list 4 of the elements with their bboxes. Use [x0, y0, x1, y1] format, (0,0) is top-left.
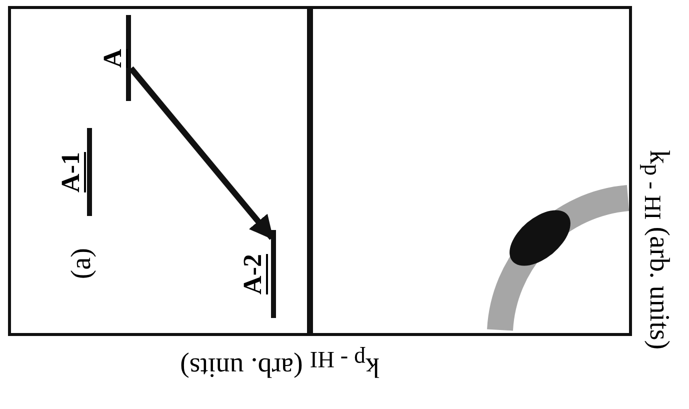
level-label: A: [98, 48, 128, 68]
panel-label: (a): [66, 248, 98, 280]
level-label: A-2: [238, 254, 268, 294]
level-label: A-1: [56, 152, 86, 192]
